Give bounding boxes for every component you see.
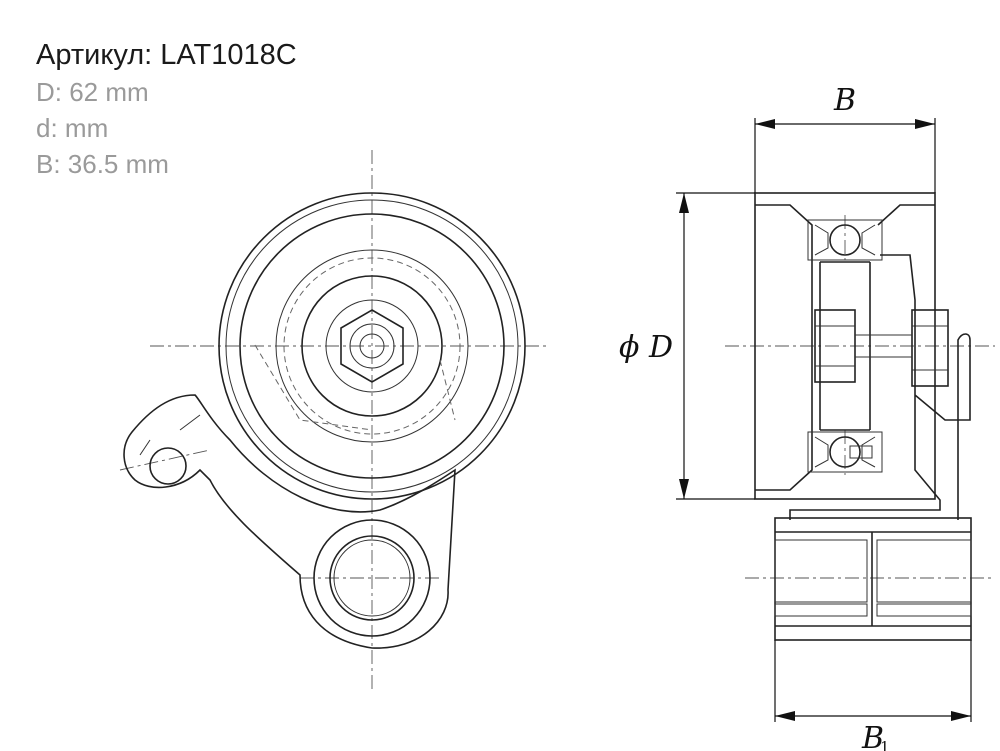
lower-bearing [807, 431, 883, 473]
spec-inner-diameter: d: mm [36, 113, 109, 143]
lower-seals [814, 436, 876, 468]
upper-seals [814, 224, 876, 256]
bushing-right-sleeve [876, 539, 972, 603]
mount-eye-outer [313, 519, 431, 637]
mount-eye-bore [329, 535, 415, 621]
bolt-nut-side [911, 309, 949, 387]
dim-B1-subscript: 1 [880, 738, 890, 751]
dim-B-arrow-left [755, 119, 775, 129]
dim-B-arrow-right [915, 119, 935, 129]
bolt-shank [359, 333, 385, 359]
tensioner-arm [123, 394, 456, 649]
bushing-housing [774, 517, 972, 641]
dim-B1-arrow-right [951, 711, 971, 721]
mount-eye-bushing [333, 539, 411, 617]
pulley-washer [325, 299, 419, 393]
arm-edge-lines [139, 414, 201, 456]
lower-bearing-race [807, 431, 883, 473]
lower-bearing-cage [849, 445, 873, 459]
spec-outer-diameter: D: 62 mm [36, 77, 149, 107]
dim-B-label: B [833, 83, 856, 118]
pulley-section-outline [754, 192, 936, 500]
pivot-centerline [119, 449, 211, 471]
dim-D-arrow-bottom [679, 479, 689, 499]
hex-bolt-head [340, 309, 404, 383]
dim-D-arrow-top [679, 193, 689, 213]
arm-bracket-section [789, 254, 971, 520]
lower-ball [829, 436, 861, 468]
mount-bushing-side [774, 517, 972, 641]
upper-ball [829, 224, 861, 256]
pulley-hidden-ring [283, 257, 461, 435]
bushing-left-sleeve [774, 539, 868, 603]
inner-race-hub [819, 261, 871, 431]
upper-bearing-race [807, 219, 883, 261]
upper-bearing [807, 219, 883, 261]
dim-B1-label: B [861, 721, 884, 751]
pulley-face [239, 213, 505, 479]
pulley-inner-ring [301, 275, 443, 417]
pulley-rim-edge [225, 199, 519, 493]
bolt-washer-face [349, 323, 395, 369]
bushing-right-ring [876, 603, 972, 617]
dimension-B: B [754, 83, 936, 193]
bushing-left-ring [774, 603, 868, 617]
dimension-phi-D: ϕ D [619, 192, 755, 500]
pulley-inner-profile [755, 204, 935, 491]
dim-B1-arrow-left [775, 711, 795, 721]
article-number: Артикул: LAT1018C [36, 39, 297, 71]
bolt-head-side [814, 309, 856, 383]
pulley-hub-ring [275, 249, 469, 443]
pulley-outer-rim [218, 192, 526, 500]
side-view: B ϕ D B 1 [619, 83, 995, 751]
dimension-B1: B 1 [774, 640, 972, 751]
spec-block: Артикул: LAT1018C D: 62 mm d: mm B: 36.5… [36, 36, 297, 182]
pivot-boss [149, 447, 187, 485]
dim-D-label: ϕ D [619, 330, 673, 365]
front-view [119, 150, 550, 690]
spec-width: B: 36.5 mm [36, 149, 169, 179]
arm-hidden-lines [254, 344, 456, 431]
